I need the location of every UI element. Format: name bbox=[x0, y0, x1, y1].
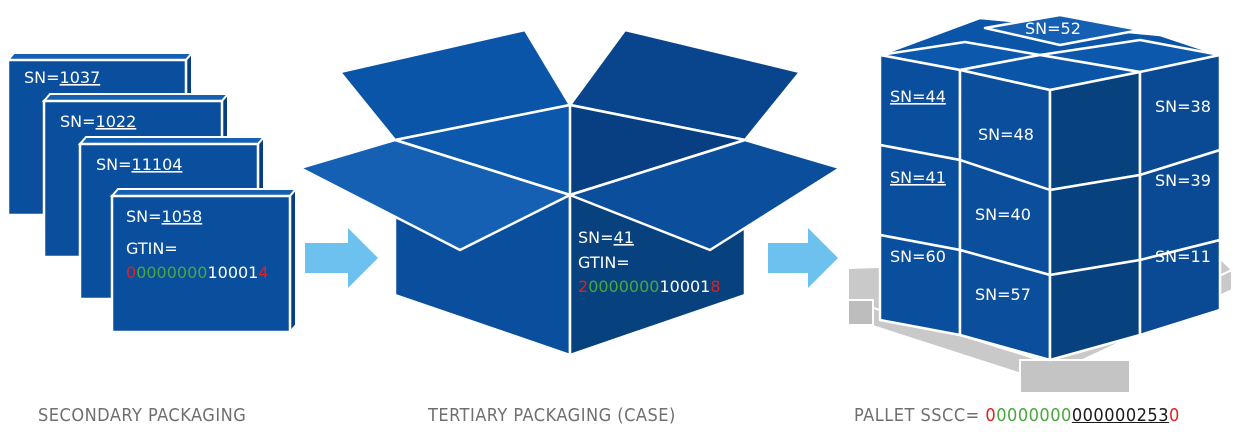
secondary-card-4-sn: SN=1058 bbox=[126, 207, 202, 226]
secondary-card-2-sn: SN=1022 bbox=[60, 112, 136, 131]
arrow-right-icon bbox=[305, 228, 378, 288]
pallet-box-label: SN=38 bbox=[1155, 97, 1211, 116]
secondary-gtin-label: GTIN= bbox=[126, 239, 178, 258]
secondary-card-4: SN=1058 GTIN= 00000000100014 bbox=[109, 186, 299, 335]
pallet-box-label: SN=60 bbox=[890, 247, 946, 266]
arrow-right-icon bbox=[768, 228, 838, 288]
tertiary-sn: SN=41 bbox=[578, 228, 634, 247]
pallet-box-label: SN=39 bbox=[1155, 171, 1211, 190]
pallet-box-label: SN=40 bbox=[975, 205, 1031, 224]
tertiary-gtin-value: 20000000100018 bbox=[578, 277, 721, 296]
secondary-caption: SECONDARY PACKAGING bbox=[38, 405, 247, 426]
pallet-box-label: SN=48 bbox=[978, 125, 1034, 144]
tertiary-case bbox=[298, 28, 842, 357]
pallet-caption-prefix: PALLET SSCC= bbox=[854, 405, 980, 426]
pallet-box-label: SN=44 bbox=[890, 87, 946, 106]
secondary-packaging-stack: SN=1037 SN=1022 SN=11104 SN=1058 GTIN= 0… bbox=[5, 50, 299, 335]
sscc-check-digit: 0 bbox=[1169, 405, 1180, 426]
sscc-extension-digit: 0 bbox=[985, 405, 997, 426]
sscc-serial: 000000253 bbox=[1071, 405, 1170, 426]
pallet-box-label: SN=57 bbox=[975, 285, 1031, 304]
pallet-box-label: SN=52 bbox=[1025, 19, 1081, 38]
sscc-company-prefix: 0000000 bbox=[996, 405, 1072, 426]
secondary-card-3-sn: SN=11104 bbox=[96, 155, 182, 174]
secondary-gtin-value: 00000000100014 bbox=[126, 263, 269, 282]
pallet-box-label: SN=41 bbox=[890, 168, 946, 187]
pallet-box-label: SN=11 bbox=[1155, 247, 1211, 266]
pallet-load bbox=[878, 13, 1222, 362]
pallet-caption: PALLET SSCC= 000000000000002530 bbox=[854, 405, 1180, 426]
tertiary-gtin-label: GTIN= bbox=[578, 253, 630, 272]
pallet-box-labels: SN=52 SN=44 SN=48 SN=38 SN=41 SN=39 SN=4… bbox=[890, 19, 1211, 304]
tertiary-caption: TERTIARY PACKAGING (CASE) bbox=[428, 405, 676, 426]
secondary-card-1-sn: SN=1037 bbox=[24, 68, 100, 87]
